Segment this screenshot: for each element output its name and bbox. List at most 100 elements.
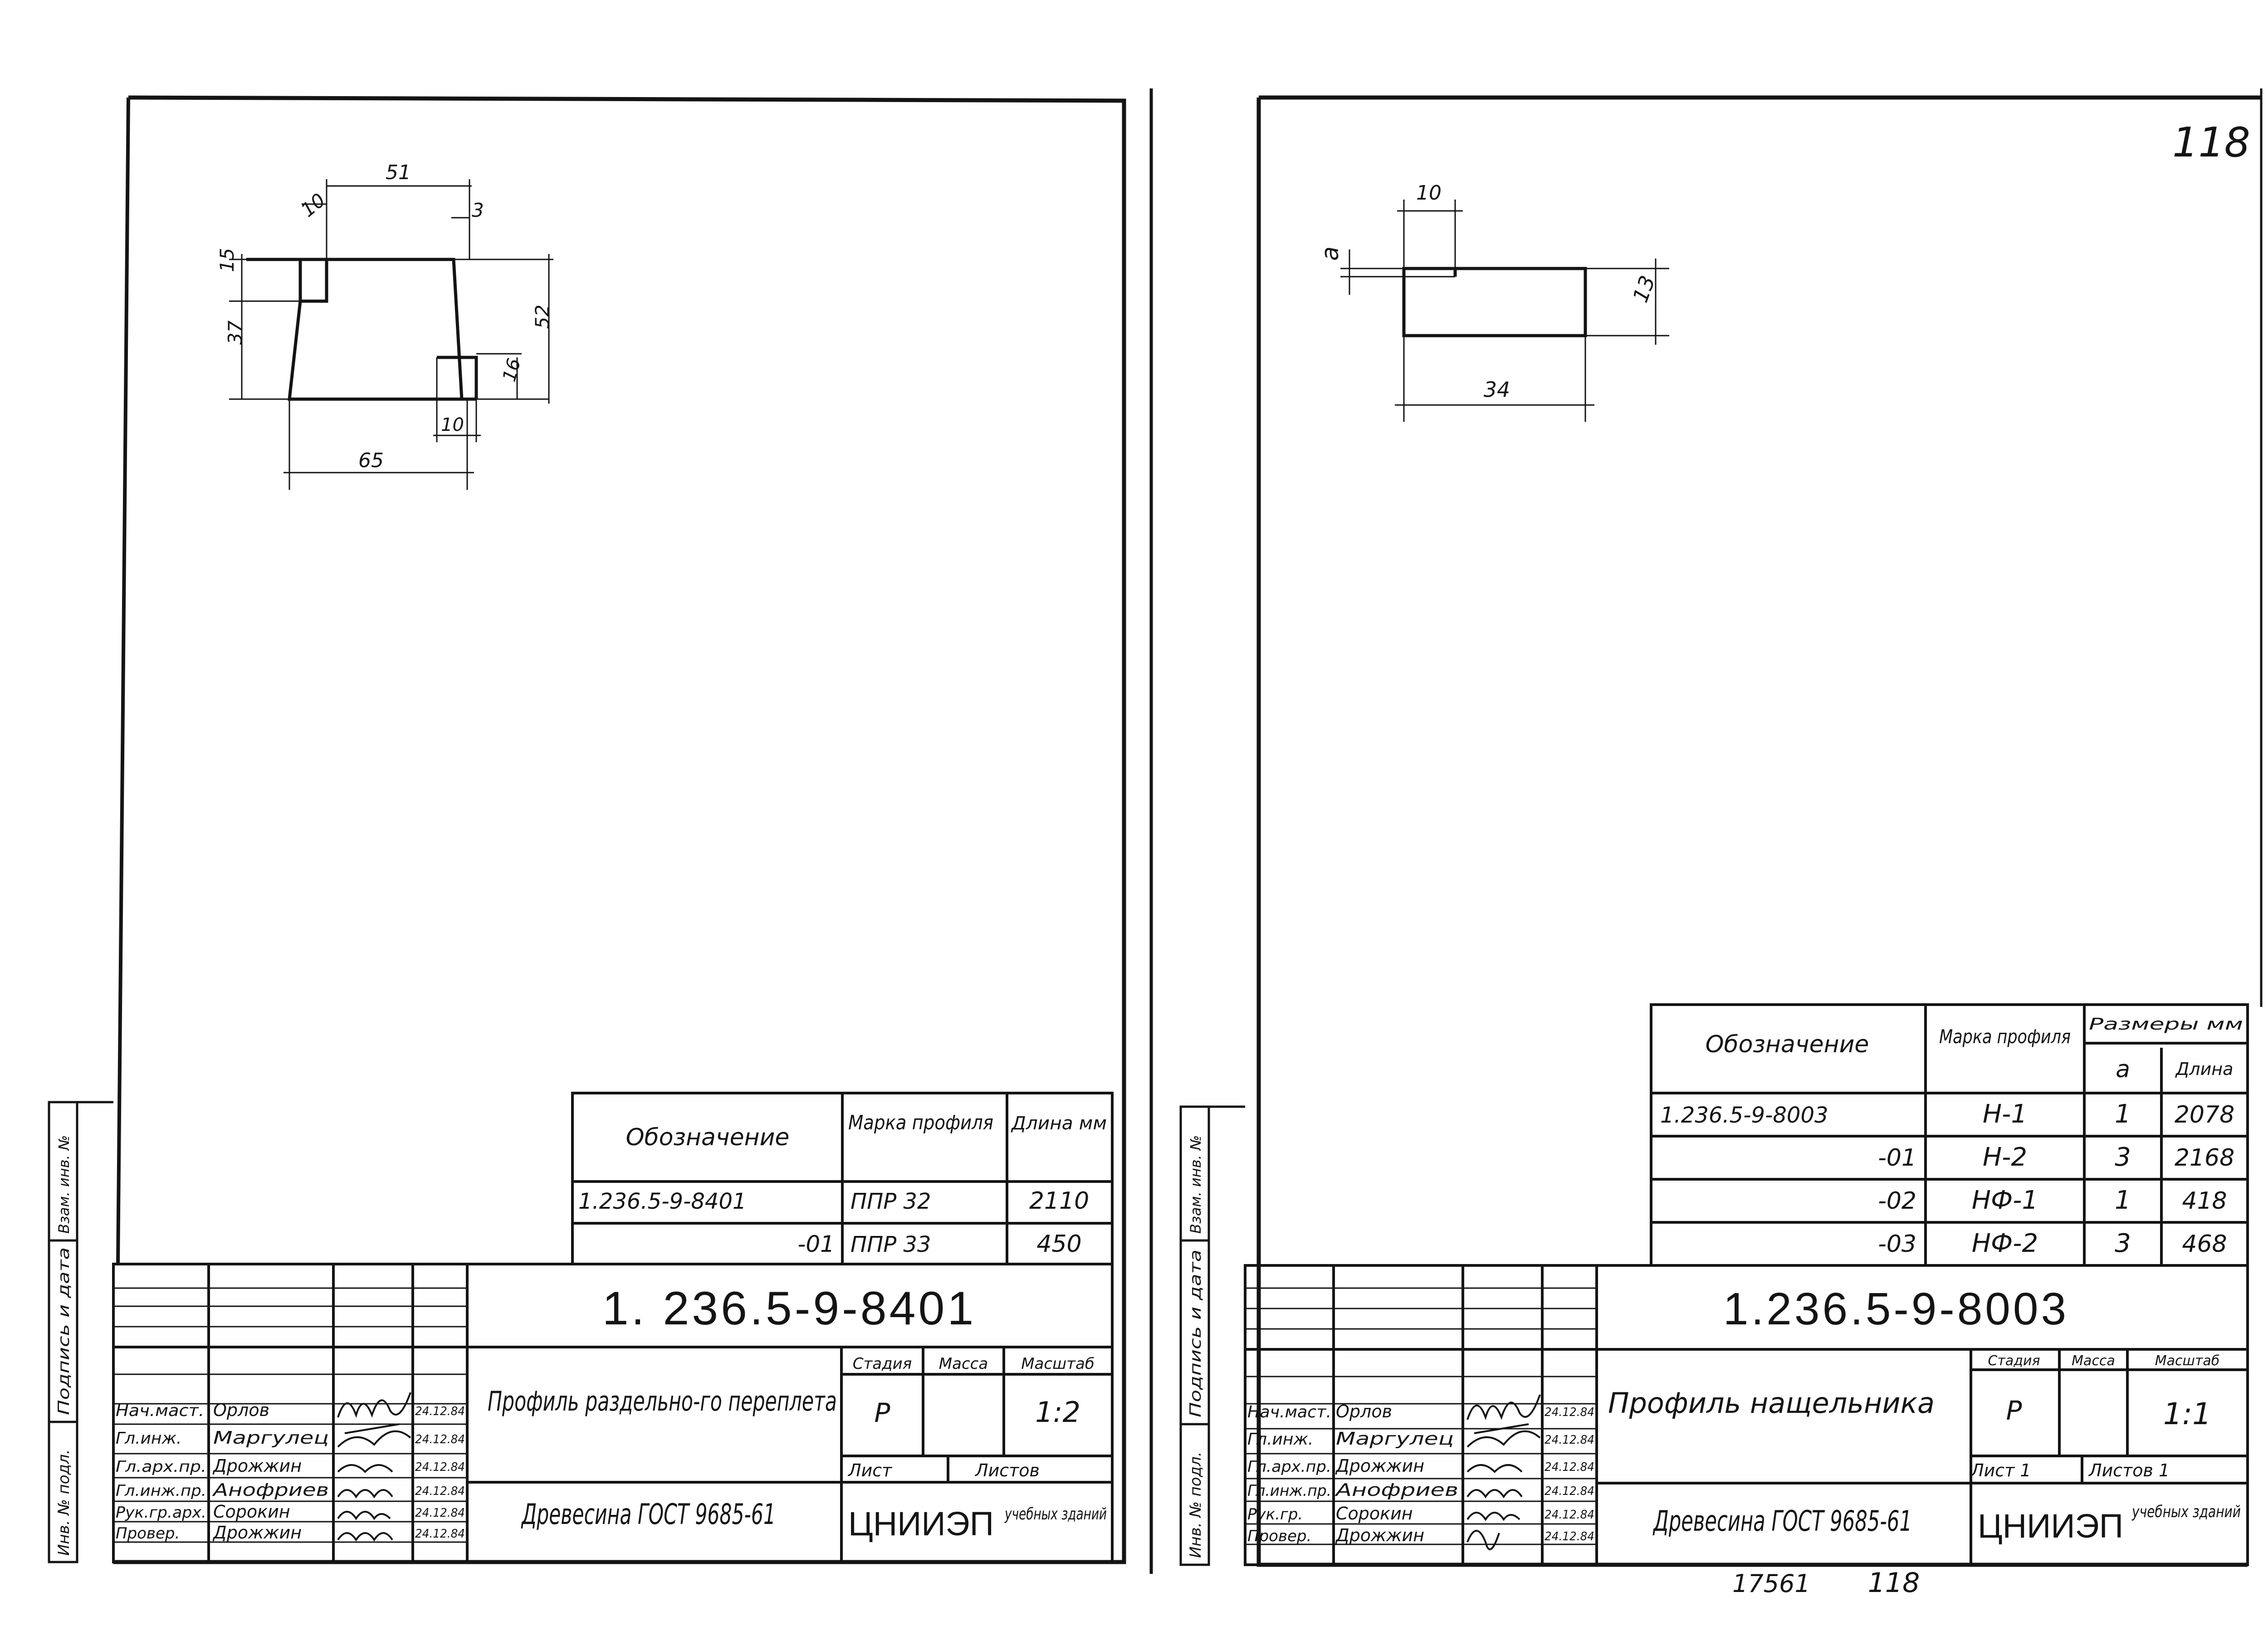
right-profile-drawing: 10 а 13 34: [1317, 181, 1669, 422]
right-staff-name: Маргулец: [1336, 1429, 1454, 1449]
left-stage-header: Стадия: [853, 1355, 912, 1373]
right-staff-role: Гл.инж.: [1247, 1430, 1313, 1449]
right-staff-role: Гл.арх.пр.: [1247, 1458, 1331, 1476]
archive-number: 17561: [1732, 1569, 1810, 1598]
right-table-row-3-length: 418: [2182, 1187, 2227, 1215]
left-scale-header: Масштаб: [1021, 1355, 1095, 1373]
right-table-subheader-length: Длина: [2175, 1059, 2234, 1079]
right-table-row-4-mark: НФ-2: [1972, 1229, 2038, 1258]
right-org: ЦНИИЭП: [1978, 1507, 2123, 1545]
left-sheets-label: Листов: [974, 1460, 1040, 1480]
right-table-header-designation: Обозначение: [1706, 1031, 1869, 1058]
right-signatures: [1466, 1394, 1541, 1550]
dim-51: 51: [386, 161, 411, 184]
profile-outline: [246, 258, 478, 401]
right-table-row-3-mark: НФ-1: [1972, 1186, 2038, 1215]
right-table-row-3-designation: -02: [1878, 1187, 1916, 1215]
right-sheet: 118 10 а 13 34: [1179, 88, 2263, 1599]
right-table-row-1-mark: Н-1: [1983, 1099, 2027, 1129]
dim-10: 10: [1416, 181, 1442, 205]
right-staff-name: Сорокин: [1336, 1504, 1413, 1523]
left-staff-name: Сорокин: [213, 1502, 290, 1522]
right-staff-date: 24.12.84: [1545, 1406, 1594, 1419]
dim-10-bottom: 10: [441, 415, 464, 435]
right-org-sub: учебных зданий: [2131, 1503, 2241, 1521]
left-staff-date: 24.12.84: [415, 1405, 465, 1418]
right-stage-header: Стадия: [1988, 1353, 2040, 1369]
left-side-label-replace: Взам. инв. №: [55, 1135, 73, 1234]
right-table-row-1-a: 1: [2115, 1099, 2131, 1129]
right-material: Древесина ГОСТ 9685-61: [1652, 1504, 1912, 1538]
dim-34: 34: [1484, 377, 1510, 402]
right-sheet-label: Лист 1: [1970, 1460, 2031, 1480]
right-staff-name: Орлов: [1336, 1401, 1392, 1421]
table-row-1-designation: 1.236.5-9-8401: [578, 1189, 747, 1214]
right-table-row-4-designation: -03: [1878, 1230, 1916, 1258]
left-sheet-label: Лист: [847, 1460, 893, 1480]
left-side-label-inv: Инв. № подл.: [55, 1449, 73, 1556]
left-frame: [113, 95, 1126, 1564]
left-side-strip: Инв. № подл. Подпись и дата Взам. инв. №: [48, 1101, 113, 1563]
right-stage: Р: [2006, 1395, 2022, 1426]
right-side-label-sign: Подпись и дата: [1187, 1250, 1205, 1417]
left-staff-role: Гл.арх.пр.: [116, 1458, 206, 1476]
right-side-strip: Инв. № подл. Подпись и дата Взам. инв. №: [1179, 1105, 1245, 1566]
left-staff-role: Рук.гр.арх.: [116, 1504, 206, 1522]
right-spec-table: Обозначение Марка профиля Размеры мм а Д…: [1650, 1003, 2249, 1267]
right-staff-role: Провер.: [1247, 1527, 1311, 1545]
right-page-number: 118: [2172, 119, 2250, 166]
right-staff-name: Дрожжин: [1335, 1525, 1424, 1545]
table-row-1-mark: ППР 32: [850, 1189, 931, 1214]
right-table-header-sizes: Размеры мм: [2089, 1015, 2243, 1034]
right-table-row-4-a: 3: [2115, 1229, 2131, 1258]
left-profile-drawing: 51 10 3 15 37 52 16 10 65: [216, 161, 553, 490]
right-staff-role: Рук.гр.: [1247, 1505, 1303, 1523]
right-scale-header: Масштаб: [2155, 1353, 2220, 1369]
table-header-designation: Обозначение: [626, 1124, 790, 1151]
footer-page-number: 118: [1868, 1567, 1920, 1599]
right-table-row-1-length: 2078: [2175, 1101, 2234, 1128]
left-staff-name: Дрожжин: [212, 1523, 302, 1543]
right-sheets-label: Листов 1: [2088, 1460, 2170, 1480]
left-staff-role: Нач.маст.: [116, 1401, 204, 1420]
right-table-row-1-designation: 1.236.5-9-8003: [1660, 1103, 1828, 1128]
left-staff-date: 24.12.84: [415, 1506, 465, 1520]
left-stage: Р: [875, 1397, 890, 1428]
dim-3: 3: [472, 199, 484, 221]
right-staff-date: 24.12.84: [1545, 1530, 1594, 1543]
table-row-2-length: 450: [1036, 1230, 1081, 1258]
dim-10-top: 10: [297, 189, 329, 221]
dim-15: 15: [216, 248, 238, 272]
dim-52: 52: [531, 305, 553, 329]
left-spec-table: Обозначение Марка профиля Длина мм 1.236…: [571, 1092, 1114, 1265]
left-staff-date: 24.12.84: [415, 1460, 465, 1474]
right-title: Профиль нащельника: [1608, 1387, 1935, 1420]
dim-65: 65: [358, 449, 384, 472]
right-table-row-2-designation: -01: [1878, 1144, 1916, 1172]
table-row-2-mark: ППР 33: [850, 1232, 931, 1257]
right-table-row-3-a: 1: [2115, 1186, 2131, 1215]
right-table-subheader-a: а: [2116, 1056, 2130, 1083]
left-signatures: [337, 1392, 411, 1542]
right-table-row-2-a: 3: [2115, 1143, 2131, 1172]
table-row-1-length: 2110: [1029, 1187, 1089, 1215]
right-doc-code: 1.236.5-9-8003: [1723, 1284, 2069, 1334]
left-side-label-sign: Подпись и дата: [55, 1247, 73, 1415]
left-frame-left-edge: [116, 97, 130, 1266]
left-staff-date: 24.12.84: [415, 1484, 465, 1498]
right-staff-date: 24.12.84: [1545, 1484, 1594, 1498]
right-staff-name: Дрожжин: [1335, 1456, 1424, 1476]
dim-37: 37: [224, 320, 246, 345]
left-staff-name: Дрожжин: [212, 1456, 302, 1476]
left-title-block: 1. 236.5-9-8401 Профиль раздельно-го пер…: [112, 1263, 1114, 1563]
table-header-length: Длина мм: [1011, 1113, 1107, 1134]
right-frame: [1256, 95, 2261, 1567]
right-scale: 1:1: [2163, 1397, 2211, 1431]
right-table-header-mark: Марка профиля: [1939, 1025, 2071, 1048]
right-staff-date: 24.12.84: [1545, 1508, 1594, 1522]
dim-a: а: [1317, 246, 1344, 261]
left-staff-name: Маргулец: [213, 1428, 329, 1448]
right-staff-date: 24.12.84: [1545, 1433, 1594, 1447]
right-side-label-replace: Взам. инв. №: [1187, 1135, 1204, 1234]
